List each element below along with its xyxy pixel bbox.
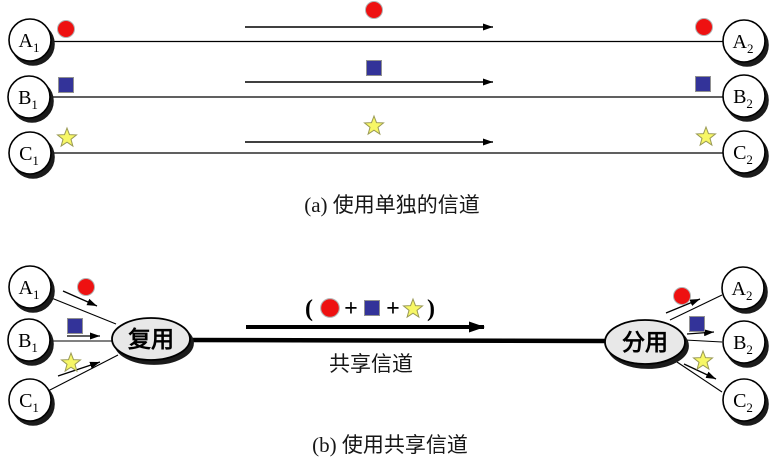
caption-panel-a: (a) 使用单独的信道 [304, 193, 480, 217]
spoke-line-c2 [676, 361, 723, 393]
blue-square-icon [366, 60, 382, 76]
spoke-arrow-b2 [686, 329, 715, 337]
node-b2 [722, 320, 766, 364]
yellow-star-icon [56, 127, 78, 147]
shared-channel-line [187, 337, 607, 344]
blue-square-icon [695, 76, 711, 92]
yellow-star-icon [363, 115, 385, 135]
red-circle-icon [77, 278, 95, 296]
red-circle-icon [57, 20, 75, 38]
node-a2 [721, 266, 765, 310]
yellow-star-icon [60, 352, 82, 372]
node-a1-label: A1 [19, 30, 40, 55]
red-circle-icon [365, 1, 383, 19]
shared-channel-label: 共享信道 [329, 352, 413, 376]
node-c1 [8, 131, 52, 175]
demux-node [604, 319, 686, 365]
node-c1-label: C1 [19, 143, 39, 168]
node-c2-label: C2 [733, 142, 753, 167]
channel-row-b: B1 B2 [7, 60, 766, 119]
demux-output-spokes [665, 287, 723, 393]
panel-a: A1 A2 B1 B2 C1 C2 (a) 使 [7, 1, 766, 217]
node-c1-label: C1 [19, 390, 39, 415]
node-a1 [8, 18, 52, 62]
yellow-star-icon [402, 298, 424, 318]
spoke-arrow-c1 [57, 361, 101, 377]
sender-nodes: A1 B1 C1 [7, 265, 52, 422]
mux-input-spokes [47, 278, 119, 392]
blue-square-icon [364, 300, 380, 316]
node-a1-label: A1 [19, 277, 40, 302]
yellow-star-icon [695, 126, 717, 146]
node-a2-label: A2 [733, 31, 754, 56]
spoke-line-a2 [669, 294, 723, 321]
red-circle-icon [695, 18, 713, 36]
caption-panel-b: (b) 使用共享信道 [312, 433, 468, 457]
node-a2 [722, 19, 766, 63]
receiver-nodes: A2 B2 C2 [721, 266, 766, 422]
node-c2-label: C2 [733, 390, 753, 415]
red-circle-icon [673, 287, 691, 305]
blue-square-icon [689, 316, 705, 332]
node-b1 [7, 318, 51, 362]
channel-row-c: C1 C2 [8, 115, 766, 175]
panel-b: 共享信道 ( + + ) [7, 265, 766, 457]
spoke-arrow-a2 [665, 298, 701, 314]
blue-square-icon [67, 318, 83, 334]
spoke-line-c1 [47, 354, 119, 392]
node-c2 [722, 378, 766, 422]
sum-label: ( + + ) [305, 296, 435, 322]
spoke-line-b2 [684, 339, 723, 343]
node-b2-label: B2 [733, 332, 753, 357]
spoke-arrow-a1 [62, 290, 98, 307]
mux-node-label: 复用 [127, 326, 174, 352]
node-a2-label: A2 [732, 278, 753, 303]
channel-row-a: A1 A2 [8, 1, 766, 63]
sum-plus-1: + [344, 296, 358, 322]
sum-close-paren: ) [427, 296, 435, 322]
demux-node-label: 分用 [622, 329, 668, 355]
blue-square-icon [58, 77, 74, 93]
mux-node [111, 317, 191, 361]
sum-open-paren: ( [305, 296, 313, 322]
node-a1 [8, 265, 52, 309]
node-c2 [722, 130, 766, 174]
node-b2-label: B2 [733, 86, 753, 111]
sum-plus-2: + [386, 296, 400, 322]
spoke-arrow-c2 [683, 363, 717, 380]
node-b2 [722, 74, 766, 118]
node-c1 [8, 378, 52, 422]
node-b1-label: B1 [18, 87, 38, 112]
red-circle-icon [320, 298, 340, 318]
spoke-line-a1 [48, 296, 117, 325]
node-b1-label: B1 [18, 330, 38, 355]
yellow-star-icon [692, 350, 714, 370]
node-b1 [7, 75, 51, 119]
